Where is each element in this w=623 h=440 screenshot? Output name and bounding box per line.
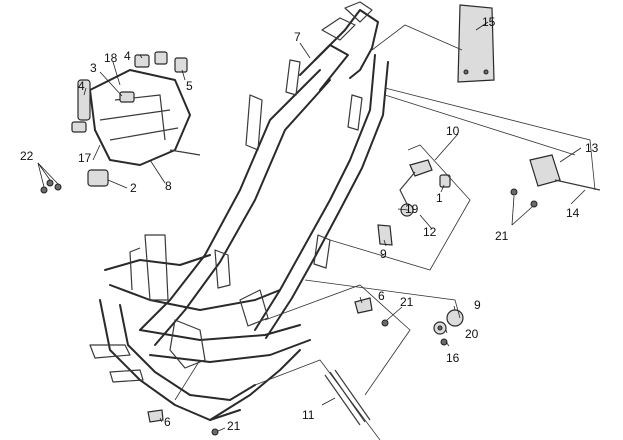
callout-16: 16 <box>446 351 460 365</box>
callout-6-upper: 6 <box>378 289 385 303</box>
callout-9-upper: 9 <box>380 247 387 261</box>
callout-13: 13 <box>585 141 599 155</box>
callout-21-lower: 21 <box>227 419 241 433</box>
guide-lines <box>174 24 596 440</box>
callout-4-left: 4 <box>78 79 85 93</box>
callout-2: 2 <box>130 181 137 195</box>
callout-1: 1 <box>436 191 443 205</box>
callout-labels: 15 7 10 13 1 19 14 12 21 9 18 4 3 5 4 22… <box>20 15 599 433</box>
callout-6-lower: 6 <box>164 415 171 429</box>
engine-mount-assembly <box>40 51 201 194</box>
callout-12: 12 <box>423 225 437 239</box>
main-frame <box>89 1 389 421</box>
callout-4-top: 4 <box>124 49 131 63</box>
callout-9-lower: 9 <box>474 298 481 312</box>
callout-22: 22 <box>20 149 34 163</box>
callout-11: 11 <box>302 408 315 422</box>
callout-10: 10 <box>446 124 460 138</box>
callout-20: 20 <box>465 327 479 341</box>
callout-14: 14 <box>566 206 580 220</box>
callout-18: 18 <box>104 51 118 65</box>
callout-21-right: 21 <box>495 229 509 243</box>
callout-3: 3 <box>90 61 97 75</box>
callout-15: 15 <box>482 15 496 29</box>
callout-21-middle: 21 <box>400 295 414 309</box>
callout-8: 8 <box>165 179 172 193</box>
callout-19: 19 <box>405 202 419 216</box>
callout-7: 7 <box>294 30 301 44</box>
leader-lines <box>37 21 586 432</box>
callout-5: 5 <box>186 79 193 93</box>
callout-17: 17 <box>78 151 92 165</box>
